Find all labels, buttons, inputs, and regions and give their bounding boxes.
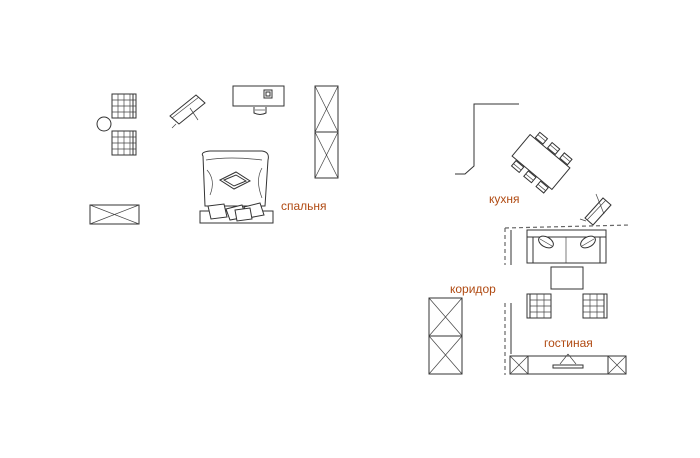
armchair-living-right (582, 293, 608, 319)
room-label-living: гостиная (544, 336, 593, 350)
kitchen-wall (455, 103, 519, 175)
room-label-bedroom: спальня (281, 199, 327, 213)
armchair-top (111, 93, 137, 119)
round-table (96, 116, 112, 132)
armchair-living-left (526, 293, 552, 319)
chest-bedroom (89, 204, 140, 225)
armchair-bottom (111, 130, 137, 156)
bed (199, 150, 274, 224)
room-label-corridor: коридор (450, 282, 496, 296)
room-label-kitchen: кухня (489, 192, 520, 206)
living-walls (504, 224, 631, 375)
coffee-table (550, 266, 584, 290)
tv-angled-living (579, 193, 612, 226)
tv-angled-bedroom (169, 94, 206, 129)
wardrobe-corridor (428, 297, 463, 375)
desk-with-chair (232, 85, 285, 115)
sofa (526, 229, 607, 264)
dining-table (510, 131, 573, 194)
tv-stand (509, 353, 627, 375)
wardrobe-bedroom (314, 85, 339, 179)
